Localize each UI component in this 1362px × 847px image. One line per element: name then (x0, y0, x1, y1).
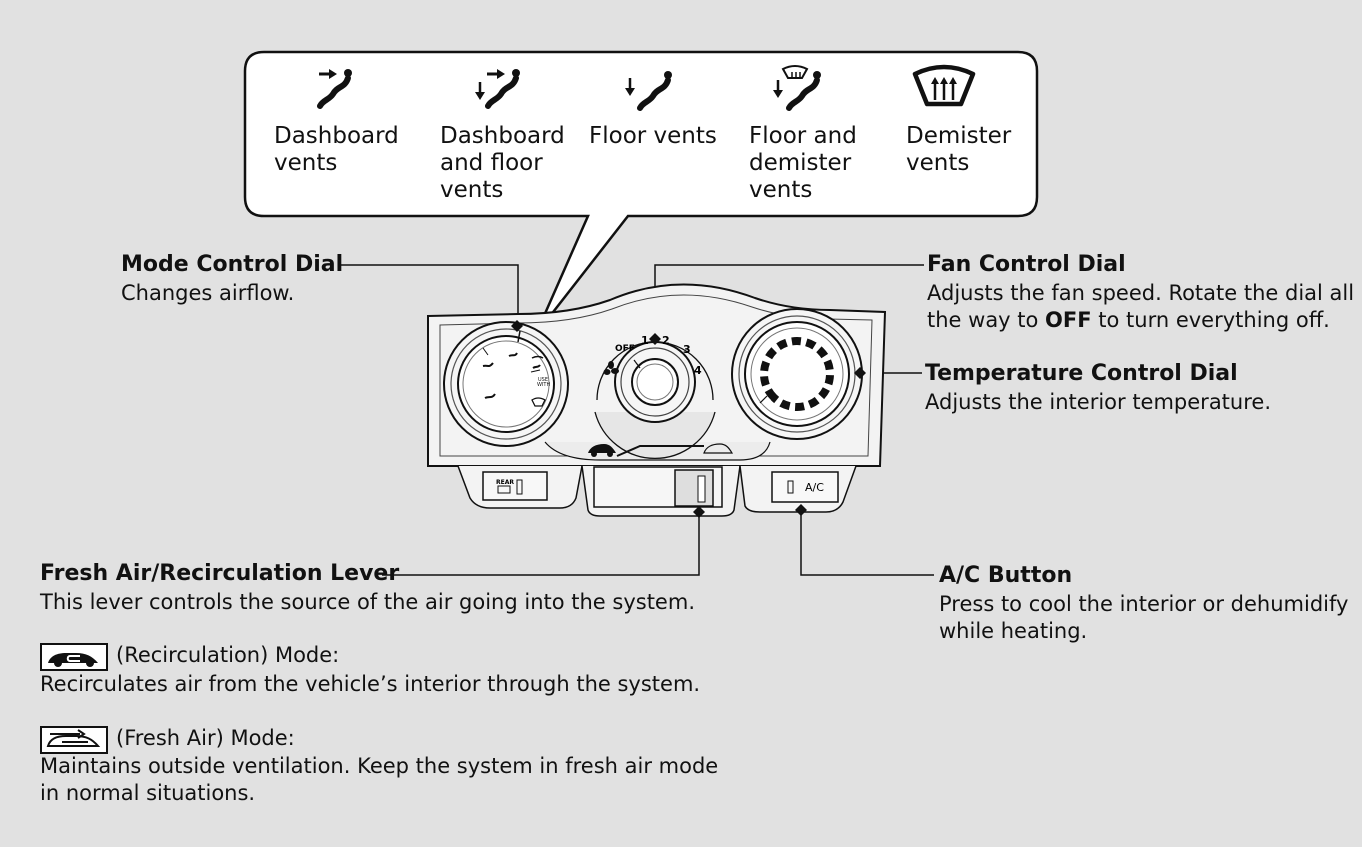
use-with-line1: USE (538, 377, 548, 383)
dashboard-floor-vent-icon (475, 69, 520, 109)
callout-markers (511, 320, 866, 518)
temp-dial-desc: Adjusts the interior temperature. (925, 390, 1271, 414)
fresh-air-mode-label: (Fresh Air) Mode: (116, 726, 295, 750)
fresh-air-mode-icon (40, 726, 108, 754)
fan-dial-desc-1: Adjusts the fan speed. Rotate the dial a… (927, 281, 1355, 305)
fan-dial-desc-2-pre: the way to (927, 308, 1046, 332)
vent-mode-dashboard-floor: Dashboard and floor vents (440, 123, 565, 204)
vent-mode-label-line: vents (749, 177, 813, 203)
ac-button[interactable] (771, 471, 839, 503)
use-with-line2: WITH (537, 382, 550, 388)
ac-label: A/C (805, 481, 824, 494)
ac-button-desc-2: while heating. (939, 619, 1088, 643)
recirculation-mode-label: (Recirculation) Mode: (116, 643, 340, 667)
rear-label: REAR (496, 479, 514, 486)
fresh-air-mode-desc-1: Maintains outside ventilation. Keep the … (40, 754, 719, 778)
vent-mode-label-line: and floor (440, 150, 543, 176)
fan-label-2: 2 (662, 334, 670, 347)
lever-desc: This lever controls the source of the ai… (40, 590, 695, 614)
fresh-air-mode-desc-2: in normal situations. (40, 781, 256, 805)
vent-mode-demister: Demister vents (906, 123, 1011, 177)
fan-dial-desc-2-bold: OFF (1045, 308, 1092, 332)
rear-defrost-button[interactable] (482, 471, 548, 501)
vent-mode-floor-demister: Floor and demister vents (749, 123, 857, 204)
vent-mode-floor: Floor vents (589, 123, 717, 150)
mode-dial-title: Mode Control Dial (121, 252, 344, 277)
ac-button-desc-1: Press to cool the interior or dehumidify (939, 592, 1349, 616)
vent-mode-label-line: vents (906, 150, 970, 176)
vent-mode-label-line: vents (274, 150, 338, 176)
fan-label-1: 1 (641, 334, 649, 347)
floor-demister-vent-icon (773, 65, 821, 111)
fresh-air-recirculation-lever[interactable] (588, 443, 734, 508)
temperature-control-dial[interactable] (731, 308, 863, 440)
mode-dial-desc: Changes airflow. (121, 281, 295, 305)
vent-mode-label-line: Dashboard (440, 123, 565, 149)
temp-dial-title: Temperature Control Dial (925, 361, 1238, 386)
vent-modes-callout-bubble (243, 50, 1039, 335)
dashboard-vent-icon (317, 69, 352, 109)
vent-mode-label-line: Dashboard (274, 123, 399, 149)
vent-mode-label-line: demister (749, 150, 852, 176)
fan-label-3: 3 (683, 343, 691, 356)
mode-dial-icons (482, 352, 546, 407)
fan-dial-title: Fan Control Dial (927, 252, 1126, 277)
vent-mode-label-line: Floor and (749, 123, 857, 149)
mode-control-dial[interactable] (443, 321, 569, 447)
floor-vent-icon (625, 71, 672, 111)
fan-label-4: 4 (694, 364, 702, 377)
fan-label-off: OFF (615, 344, 635, 354)
vent-mode-label-line: Floor vents (589, 123, 717, 149)
fan-dial-desc-2: the way to OFF to turn everything off. (927, 306, 1330, 334)
vent-mode-label-line: Demister (906, 123, 1012, 149)
lever-title: Fresh Air/Recirculation Lever (40, 561, 400, 586)
recirculation-mode-icon (40, 643, 108, 671)
fan-dial-desc-2-post: to turn everything off. (1091, 308, 1330, 332)
recirculation-mode-desc: Recirculates air from the vehicle’s inte… (40, 672, 701, 696)
ac-button-title: A/C Button (939, 563, 1073, 588)
demister-vent-icon (912, 64, 976, 107)
vent-mode-dashboard: Dashboard vents (274, 123, 399, 177)
vent-mode-label-line: vents (440, 177, 504, 203)
fan-icon (603, 361, 619, 375)
